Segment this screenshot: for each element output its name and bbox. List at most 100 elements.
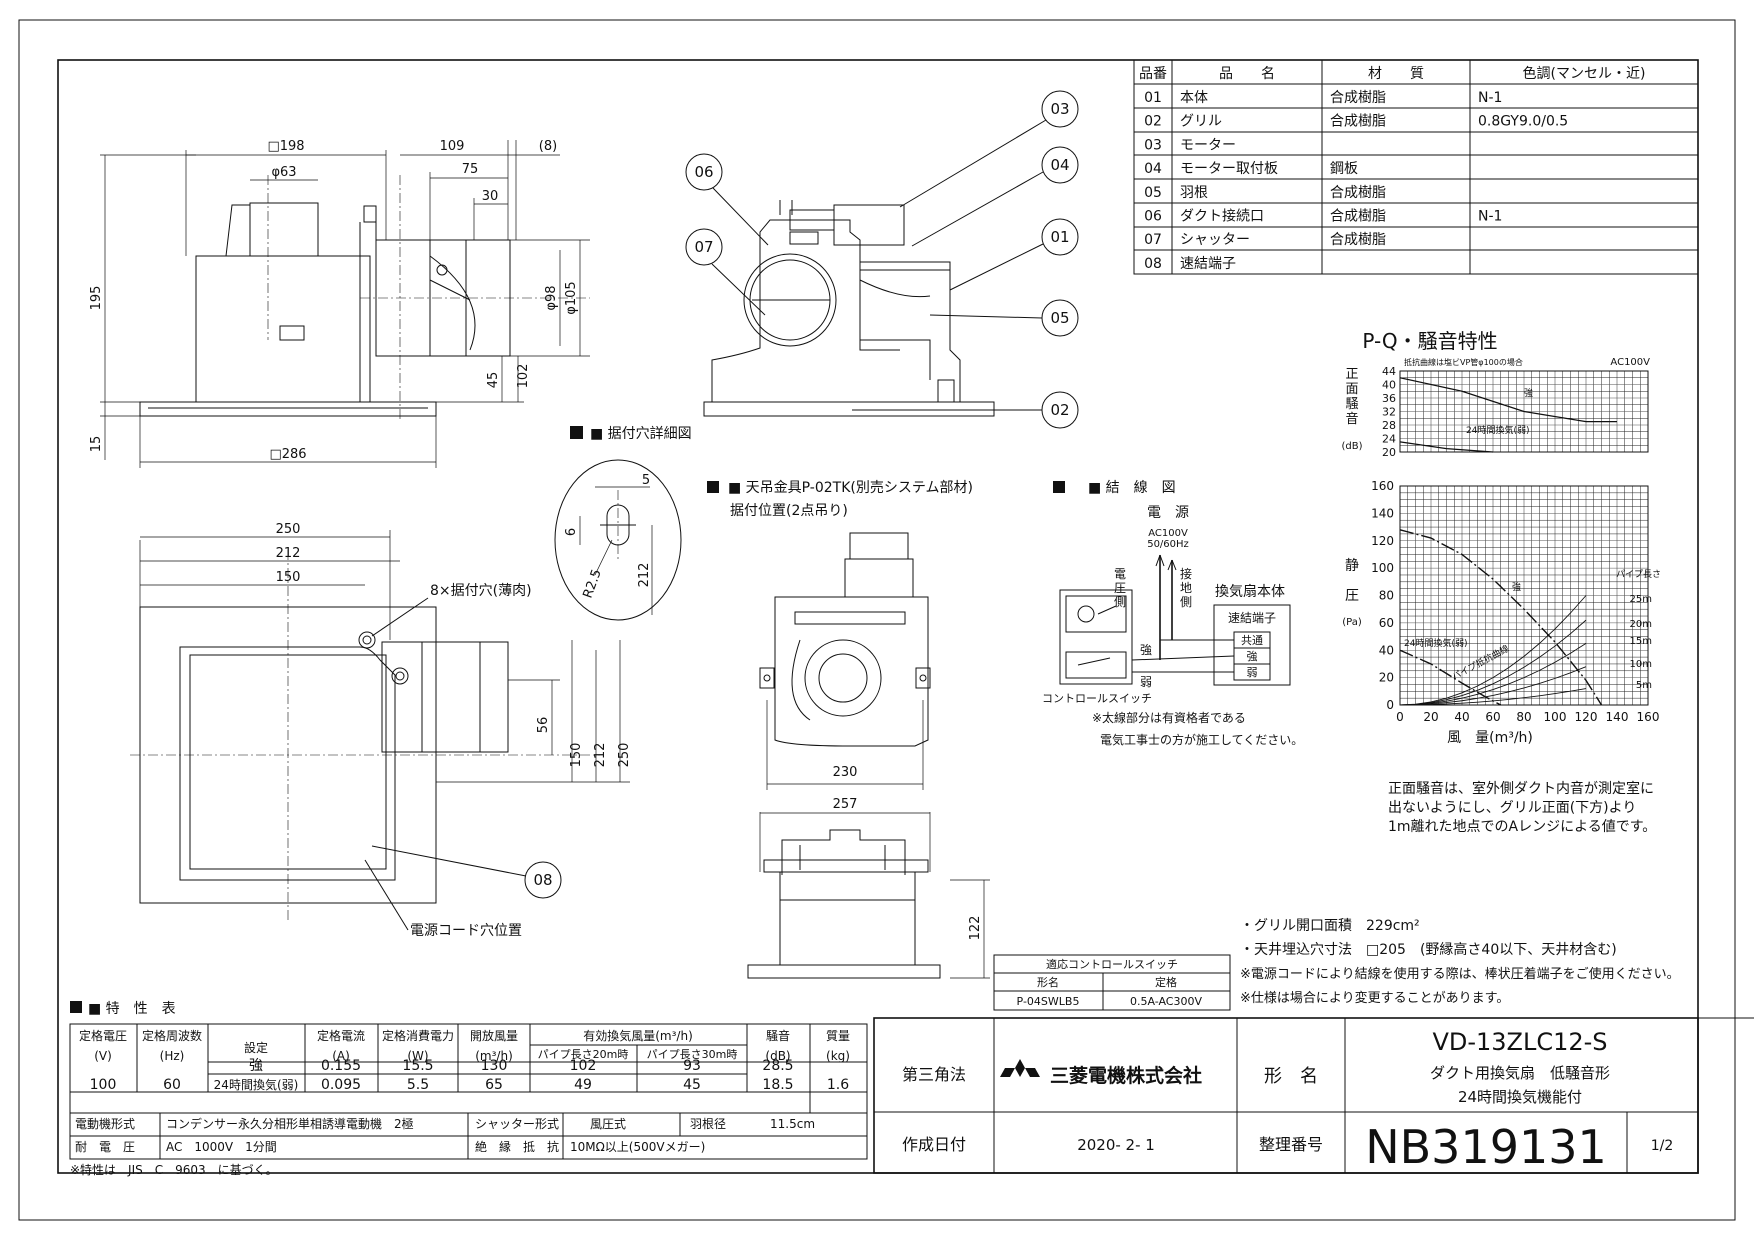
pq-curve-strong bbox=[1399, 529, 1603, 706]
spec-withstand-label: 耐 電 圧 bbox=[75, 1140, 135, 1154]
pressure-ytick: 60 bbox=[1379, 616, 1394, 630]
callout-08: 08 bbox=[533, 871, 552, 889]
wiring-power-spec-2: 50/60Hz bbox=[1147, 539, 1189, 550]
wiring-power-label: 電 源 bbox=[1147, 505, 1189, 521]
spec-shutter-value: 風圧式 bbox=[590, 1117, 626, 1131]
bracket-dim-230: 230 bbox=[833, 765, 858, 780]
spec-h-power: 定格消費電力 bbox=[382, 1028, 454, 1043]
bracket-dim-257: 257 bbox=[833, 797, 858, 812]
plan-dim-250-r: 250 bbox=[617, 743, 632, 768]
spec-h-setting: 設定 bbox=[244, 1040, 268, 1055]
wiring-voltage-side: 電圧側 bbox=[1114, 567, 1126, 609]
dim-102: 102 bbox=[516, 364, 531, 389]
parts-cell: グリル bbox=[1180, 114, 1222, 130]
noise-ytick: 36 bbox=[1382, 392, 1396, 405]
parts-cell: 合成樹脂 bbox=[1330, 114, 1386, 130]
spec-cell-p20: 102 bbox=[570, 1058, 597, 1074]
noise-ylabel: 正面騒音 bbox=[1345, 367, 1358, 427]
spec-blade-label: 羽根径 bbox=[690, 1117, 726, 1131]
spec-footnote: ※特性は JIS C 9603 に基づく。 bbox=[70, 1162, 278, 1177]
callout-06: 06 bbox=[694, 163, 713, 181]
pressure-ytick: 120 bbox=[1371, 534, 1394, 548]
pq-xlabel: 風 量(m³/h) bbox=[1447, 730, 1533, 746]
plan-dim-150-r: 150 bbox=[569, 743, 584, 768]
pressure-ylabel-1: 静 bbox=[1345, 558, 1359, 574]
dim-109: 109 bbox=[440, 139, 465, 154]
ceiling-bracket-views: ■ 天吊金具P-02TK(別売システム部材) 据付位置(2点吊り) 230 25… bbox=[707, 480, 990, 979]
plan-cord-label: 電源コード穴位置 bbox=[410, 923, 522, 939]
spec-mass: 1.6 bbox=[827, 1077, 849, 1093]
dim-15: 15 bbox=[89, 436, 104, 453]
parts-header-no: 品番 bbox=[1139, 66, 1167, 82]
spec-freq: 60 bbox=[163, 1077, 181, 1093]
pipe-resistance-curve-15m bbox=[1399, 643, 1587, 706]
ceiling-bracket-title: ■ 天吊金具P-02TK(別売システム部材) bbox=[728, 480, 973, 496]
title-block: 第三角法 三菱電機株式会社 形 名 VD-13ZLC12-S ダクト用換気扇 低… bbox=[873, 1017, 1754, 1174]
spec-cell-setting: 24時間換気(弱) bbox=[214, 1077, 299, 1092]
wiring-strong: 強 bbox=[1140, 643, 1152, 657]
parts-cell: シャッター bbox=[1180, 232, 1250, 248]
noise-chart-grid bbox=[1399, 370, 1649, 453]
callout-05: 05 bbox=[1050, 309, 1069, 327]
noise-ytick: 20 bbox=[1382, 446, 1396, 459]
notes: ・グリル開口面積 229cm² ・天井埋込穴寸法 □205 (野縁高さ40以下、… bbox=[1240, 918, 1680, 1006]
spec-motor-label: 電動機形式 bbox=[75, 1116, 135, 1131]
spec-cell-current: 0.095 bbox=[321, 1077, 361, 1093]
pq-footnote-3: 1m離れた地点でのAレンジによる値です。 bbox=[1388, 818, 1656, 835]
pressure-ytick: 0 bbox=[1386, 698, 1394, 712]
parts-cell: 合成樹脂 bbox=[1330, 90, 1386, 106]
spec-cell-open: 130 bbox=[481, 1058, 508, 1074]
title-product-1: ダクト用換気扇 低騒音形 bbox=[1430, 1064, 1610, 1082]
spec-h-current-unit: (A) bbox=[332, 1049, 350, 1063]
switch-table: 適応コントロールスイッチ 形名 定格 P-04SWLB5 0.5A-AC300V bbox=[993, 954, 1231, 1011]
pressure-ytick: 160 bbox=[1371, 479, 1394, 493]
spec-table: ■ 特 性 表 定格電圧 (V) 定格周波数 (Hz) 設定 定格電流 (A) bbox=[69, 1001, 868, 1177]
mitsubishi-logo bbox=[1000, 1059, 1040, 1077]
pipe-len-5: 5m bbox=[1636, 680, 1652, 691]
pq-title: P-Q・騒音特性 bbox=[1362, 329, 1497, 353]
plan-dim-150: 150 bbox=[276, 570, 301, 585]
spec-cell-current: 0.155 bbox=[321, 1058, 361, 1074]
pq-chart: P-Q・騒音特性 抵抗曲線は塩ビVP管φ100の場合 AC100V 正面騒音 (… bbox=[1341, 329, 1661, 835]
spec-h-mass-unit: (kg) bbox=[826, 1049, 850, 1063]
note-spec-change: ※仕様は場合により変更することがあります。 bbox=[1240, 990, 1509, 1006]
pressure-ytick: 140 bbox=[1371, 506, 1394, 520]
spec-motor-value: コンデンサー永久分相形単相誘導電動機 2極 bbox=[166, 1116, 414, 1131]
parts-cell: 合成樹脂 bbox=[1330, 209, 1386, 225]
pipe-len-10: 10m bbox=[1630, 659, 1652, 670]
wiring-unit-label: 換気扇本体 bbox=[1215, 584, 1285, 600]
terminal-strong: 強 bbox=[1247, 650, 1258, 663]
pq-curve-weak bbox=[1399, 649, 1502, 706]
parts-cell: N-1 bbox=[1478, 90, 1502, 106]
spec-h-voltage-unit: (V) bbox=[94, 1049, 112, 1063]
parts-cell: N-1 bbox=[1478, 209, 1502, 225]
parts-cell: 01 bbox=[1144, 90, 1162, 106]
parts-cell: 速結端子 bbox=[1180, 256, 1236, 272]
pressure-unit: (Pa) bbox=[1342, 617, 1362, 628]
pq-xtick: 20 bbox=[1423, 710, 1438, 724]
title-page: 1/2 bbox=[1651, 1138, 1674, 1154]
wiring-note-1: ※太線部分は有資格者である bbox=[1092, 710, 1246, 725]
wiring-note-2: 電気工事士の方が施工してください。 bbox=[1100, 732, 1303, 747]
mount-hole-title: ■ 据付穴詳細図 bbox=[590, 426, 692, 442]
pq-xtick: 0 bbox=[1396, 710, 1404, 724]
pq-footnote-1: 正面騒音は、室外側ダクト内音が測定室に bbox=[1388, 780, 1654, 797]
bracket-dim-122: 122 bbox=[968, 916, 983, 941]
plan-dim-212-r: 212 bbox=[593, 743, 608, 768]
side-view: □198 φ63 109 (8) 75 30 195 φ98 φ105 bbox=[89, 139, 590, 468]
noise-curve-weak bbox=[1399, 441, 1494, 453]
pipe-resistance-curve-20m bbox=[1399, 619, 1587, 706]
noise-unit: (dB) bbox=[1341, 441, 1362, 452]
callout-01: 01 bbox=[1050, 228, 1069, 246]
parts-cell: モーター bbox=[1180, 137, 1236, 153]
curve-24h-label: 24時間換気(弱) bbox=[1404, 637, 1467, 649]
hole-dim-212: 212 bbox=[637, 563, 652, 588]
parts-cell: ダクト接続口 bbox=[1180, 208, 1264, 225]
sheet-outer-border bbox=[18, 19, 1736, 1221]
title-model-label: 形 名 bbox=[1264, 1066, 1318, 1087]
dim-195: 195 bbox=[89, 286, 104, 311]
curve-strong-label: 強 bbox=[1512, 581, 1521, 593]
parts-cell: 合成樹脂 bbox=[1330, 185, 1386, 201]
spec-h-noise: 騒音 bbox=[766, 1028, 790, 1043]
